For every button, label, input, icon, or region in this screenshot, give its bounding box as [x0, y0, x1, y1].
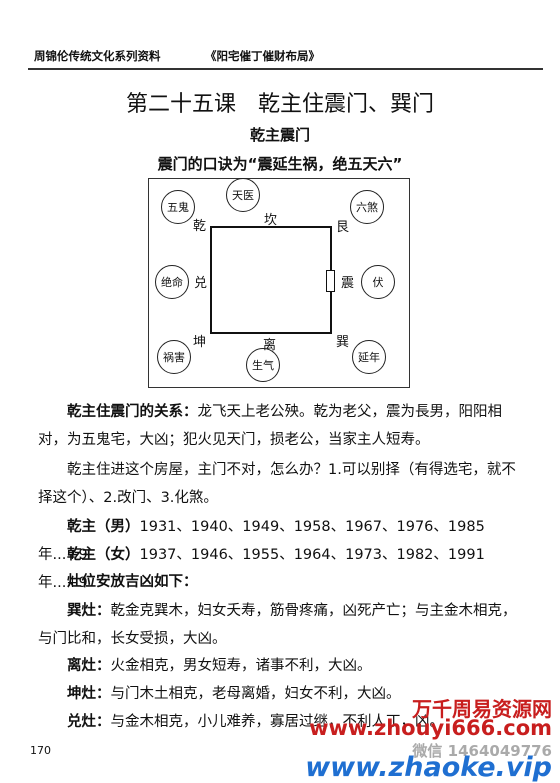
li-text: 火金相克，男女短寿，诸事不利，大凶。: [110, 658, 372, 674]
trigram-top-left: 乾: [193, 219, 207, 234]
trigram-top-right: 艮: [336, 220, 350, 235]
header-book-title: 《阳宅催丁催财布局》: [205, 49, 320, 63]
door-marker: [326, 270, 335, 292]
circle-top-left: 五鬼: [161, 190, 195, 224]
circle-top: 天医: [226, 178, 260, 212]
xun-text: 乾金克巽木，妇女夭寿，筋骨疼痛，凶死产亡；与主金木相克，与门比和，长女受损，大凶…: [38, 603, 517, 647]
circle-right: 伏: [361, 265, 395, 299]
stove-xun: 巽灶：乾金克巽木，妇女夭寿，筋骨疼痛，凶死产亡；与主金木相克，与门比和，长女受损…: [38, 597, 528, 653]
watermark-wechat: 微信 1464049776: [412, 742, 552, 760]
circle-bottom: 生气: [246, 348, 280, 382]
xun-label: 巽灶：: [67, 603, 111, 619]
watermark-site-name: 万千周易资源网: [412, 697, 552, 721]
male-years-line: 乾主（男）1931、1940、1949、1958、1967、1976、1985 …: [38, 513, 528, 569]
circle-top-right: 六煞: [350, 190, 384, 224]
trigram-bottom-left: 坤: [193, 335, 207, 350]
dui-text: 与金木相克，小儿难养，寡居过继，不利人丁，凶。: [110, 714, 445, 730]
header-series: 周锦伦传统文化系列资料: [34, 49, 161, 63]
house-outline: [210, 226, 332, 334]
li-label: 离灶：: [67, 658, 111, 674]
page-number: 170: [30, 744, 51, 757]
watermark-url-2: www.zhaoke.vip: [305, 752, 552, 783]
trigram-bottom: 离: [263, 338, 277, 353]
stove-dui: 兑灶：与金木相克，小儿难养，寡居过继，不利人丁，凶。: [38, 708, 528, 736]
trigram-top: 坎: [264, 213, 278, 228]
lesson-title: 第二十五课 乾主住震门、巽门: [125, 92, 434, 117]
dui-label: 兑灶：: [67, 714, 111, 730]
motto: 震门的口诀为“震延生祸，绝五天六”: [157, 155, 403, 173]
subtitle: 乾主震门: [249, 126, 310, 144]
stove-kun: 坤灶：与门木土相克，老母离婚，妇女不利，大凶。: [38, 680, 528, 708]
trigram-bottom-right: 巽: [336, 335, 350, 350]
paragraph-remedy: 乾主住进这个房屋，主门不对，怎么办？1.可以别择（有得选宅，就不择这个）、2.改…: [38, 462, 516, 506]
kun-text: 与门木土相克，老母离婚，妇女不利，大凶。: [110, 686, 401, 702]
female-label: 乾主（女）: [67, 547, 140, 563]
circle-left: 绝命: [155, 265, 189, 299]
stove-li: 离灶：火金相克，男女短寿，诸事不利，大凶。: [38, 652, 528, 680]
trigram-left: 兑: [194, 276, 208, 291]
male-label: 乾主（男）: [67, 519, 140, 535]
trigram-right: 震: [341, 276, 355, 291]
paragraph-relationship: 乾主住震门的关系：龙飞天上老公殃。乾为老父，震为長男，阳阳相对，为五鬼宅，大凶；…: [38, 398, 528, 454]
relationship-label: 乾主住震门的关系：: [67, 404, 198, 420]
relationship-text: 龙飞天上老公殃。乾为老父，震为長男，阳阳相对，为五鬼宅，大凶；犯火见天门，损老公…: [38, 404, 502, 448]
circle-bottom-right: 延年: [352, 340, 386, 374]
kun-label: 坤灶：: [67, 686, 111, 702]
female-years-line: 乾主（女）1937、1946、1955、1964、1973、1982、1991 …: [38, 541, 528, 597]
house-diagram-frame: [148, 178, 410, 388]
male-years: 1931、1940、1949、1958、1967、1976、1985 年...+…: [38, 519, 485, 563]
watermark-url-1: www.zhouyi666.com: [309, 716, 552, 740]
female-years: 1937、1946、1955、1964、1973、1982、1991 年...+…: [38, 547, 485, 591]
circle-bottom-left: 祸害: [157, 340, 191, 374]
header-rule: [28, 68, 543, 70]
stove-heading: 灶位安放吉凶如下：: [67, 574, 198, 590]
